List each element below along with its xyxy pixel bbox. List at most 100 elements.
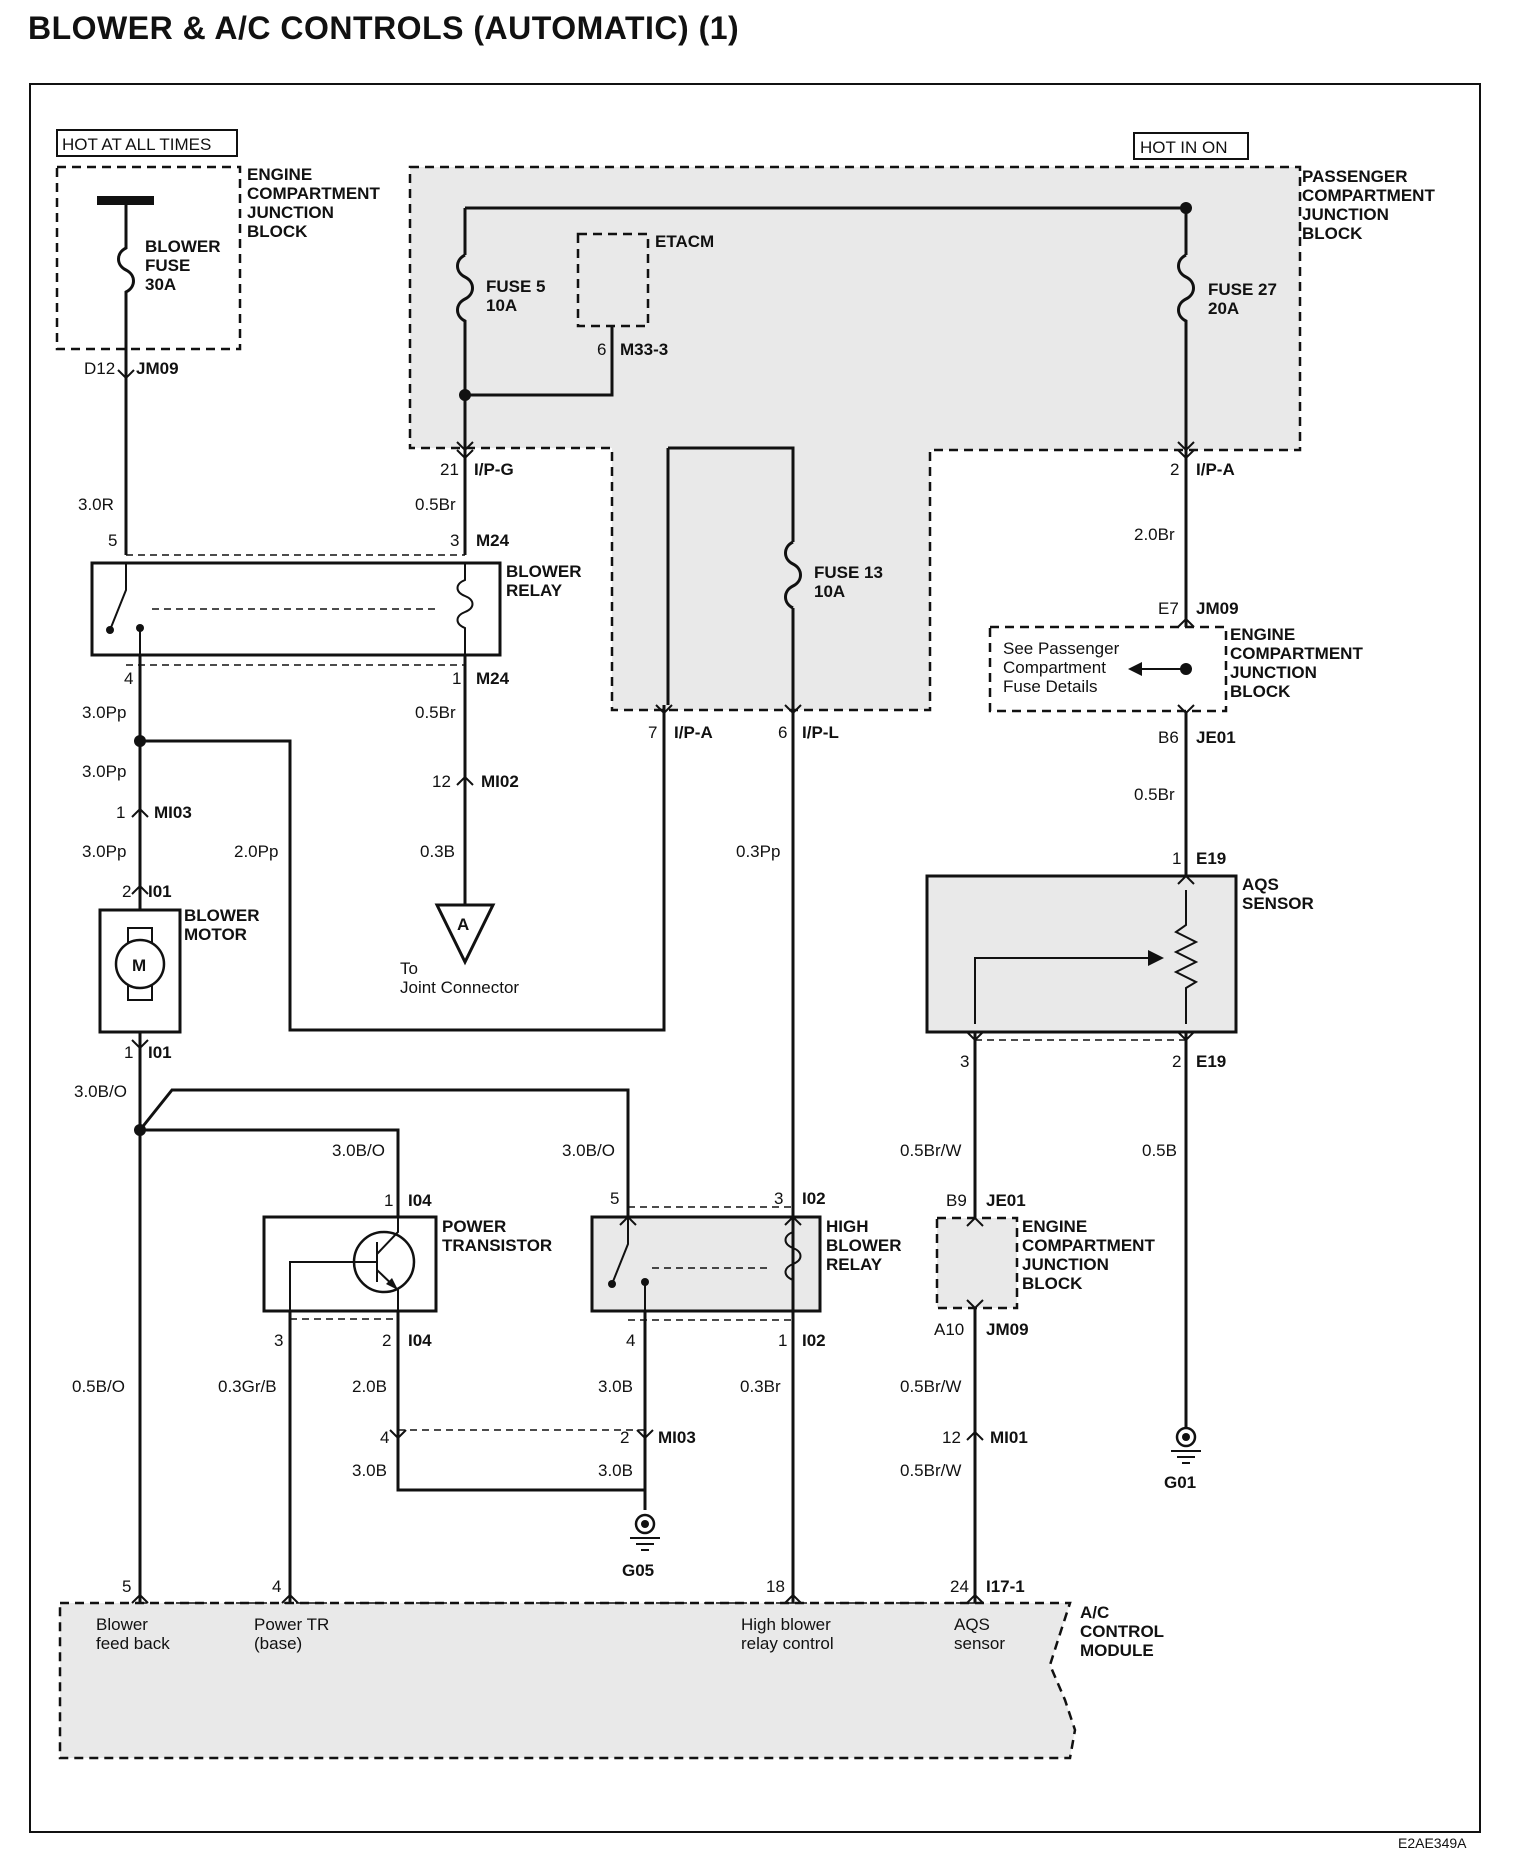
wire-labels: 3.0R 0.5Br 2.0Br 3.0Pp 0.5Br 0.5Br 3.0Pp… (72, 495, 1177, 1480)
svg-text:I/P-G: I/P-G (474, 460, 514, 479)
joint-connector-note: To Joint Connector (400, 959, 519, 997)
svg-text:0.5Br: 0.5Br (1134, 785, 1175, 804)
svg-text:MI03: MI03 (154, 803, 192, 822)
svg-text:0.5Br: 0.5Br (415, 703, 456, 722)
reference-code: E2AE349A (1398, 1835, 1467, 1851)
aqs-sensor-label: AQS SENSOR (1242, 875, 1314, 913)
engine-compartment-junction-block-top-label: ENGINE COMPARTMENT JUNCTION BLOCK (247, 165, 385, 241)
svg-text:MI01: MI01 (990, 1428, 1028, 1447)
svg-text:3.0B/O: 3.0B/O (74, 1082, 127, 1101)
svg-text:0.5Br: 0.5Br (415, 495, 456, 514)
svg-text:3: 3 (960, 1052, 969, 1071)
engine-compartment-junction-block-top (55, 165, 242, 351)
etacm-label: ETACM (655, 232, 714, 251)
engine-compartment-junction-block-lower-area (937, 1218, 1017, 1308)
svg-text:12: 12 (432, 772, 451, 791)
splice-dot (1180, 663, 1192, 675)
svg-text:JM09: JM09 (136, 359, 179, 378)
fuse-13-label: FUSE 13 10A (814, 563, 888, 601)
svg-text:B9: B9 (946, 1191, 967, 1210)
power-transistor-label: POWER TRANSISTOR (442, 1217, 552, 1255)
svg-text:3.0Pp: 3.0Pp (82, 703, 126, 722)
svg-text:3.0B: 3.0B (598, 1377, 633, 1396)
module-pin-high-blower: High blower relay control (741, 1615, 836, 1653)
hot-in-on-label: HOT IN ON (1140, 138, 1228, 157)
passenger-compartment-junction-block-label: PASSENGER COMPARTMENT JUNCTION BLOCK (1302, 167, 1440, 243)
svg-text:A10: A10 (934, 1320, 964, 1339)
page-title: BLOWER & A/C CONTROLS (AUTOMATIC) (1) (28, 10, 740, 46)
svg-text:1: 1 (116, 803, 125, 822)
svg-text:I02: I02 (802, 1189, 826, 1208)
high-blower-relay-coil-icon (784, 1217, 802, 1311)
fuse-5-label: FUSE 5 10A (486, 277, 550, 315)
svg-text:0.5B: 0.5B (1142, 1141, 1177, 1160)
svg-text:4: 4 (272, 1577, 281, 1596)
svg-text:3.0R: 3.0R (78, 495, 114, 514)
svg-text:6: 6 (778, 723, 787, 742)
blower-fuse-label: BLOWER FUSE 30A (145, 237, 225, 294)
svg-text:4: 4 (380, 1428, 389, 1447)
svg-text:0.3Pp: 0.3Pp (736, 842, 780, 861)
svg-text:3.0Pp: 3.0Pp (82, 842, 126, 861)
passenger-compartment-junction-block-area (410, 167, 1300, 710)
svg-text:I04: I04 (408, 1331, 432, 1350)
blower-relay-switch-icon (109, 563, 141, 655)
high-blower-relay-switch-icon (611, 1217, 646, 1311)
svg-text:I01: I01 (148, 1043, 172, 1062)
svg-text:2.0Br: 2.0Br (1134, 525, 1175, 544)
svg-text:2: 2 (1172, 1052, 1181, 1071)
svg-text:MI03: MI03 (658, 1428, 696, 1447)
ground-g01-icon (1171, 1426, 1201, 1464)
blower-fuse-icon (117, 205, 135, 304)
module-pin-aqs: AQS sensor (954, 1615, 1005, 1653)
svg-text:1: 1 (778, 1331, 787, 1350)
ground-g05-icon (630, 1513, 660, 1551)
svg-text:4: 4 (626, 1331, 635, 1350)
blower-motor-label: BLOWER MOTOR (184, 906, 264, 944)
splice-dot (459, 389, 471, 401)
svg-text:3.0B: 3.0B (352, 1461, 387, 1480)
svg-text:E19: E19 (1196, 849, 1226, 868)
svg-text:I02: I02 (802, 1331, 826, 1350)
svg-text:5: 5 (108, 531, 117, 550)
fuse-5-icon (456, 253, 474, 334)
engine-compartment-junction-block-mid (988, 625, 1228, 713)
svg-text:4: 4 (124, 669, 133, 688)
svg-text:2: 2 (1170, 460, 1179, 479)
see-passenger-fuse-details-note: See Passenger Compartment Fuse Details (1003, 639, 1124, 696)
svg-text:2: 2 (122, 882, 131, 901)
svg-text:I/P-L: I/P-L (802, 723, 839, 742)
svg-text:I17-1: I17-1 (986, 1577, 1025, 1596)
svg-text:1: 1 (384, 1191, 393, 1210)
svg-text:E7: E7 (1158, 599, 1179, 618)
svg-text:0.3Gr/B: 0.3Gr/B (218, 1377, 277, 1396)
svg-text:3: 3 (774, 1189, 783, 1208)
blower-relay-label: BLOWER RELAY (506, 562, 586, 600)
engine-compartment-junction-block-low-label: ENGINE COMPARTMENT JUNCTION BLOCK (1022, 1217, 1160, 1293)
svg-text:3: 3 (274, 1331, 283, 1350)
svg-text:0.5Br/W: 0.5Br/W (900, 1377, 961, 1396)
svg-text:0.3Br: 0.3Br (740, 1377, 781, 1396)
svg-text:0.5B/O: 0.5B/O (72, 1377, 125, 1396)
blower-relay-coil-icon (456, 563, 474, 655)
svg-text:I/P-A: I/P-A (674, 723, 713, 742)
ac-control-module-area (60, 1603, 1075, 1758)
svg-text:2.0Pp: 2.0Pp (234, 842, 278, 861)
svg-text:0.3B: 0.3B (420, 842, 455, 861)
svg-text:E19: E19 (1196, 1052, 1226, 1071)
svg-text:0.5Br/W: 0.5Br/W (900, 1141, 961, 1160)
svg-text:3: 3 (450, 531, 459, 550)
svg-text:2.0B: 2.0B (352, 1377, 387, 1396)
aqs-sensor-resistor-icon (1173, 890, 1199, 1024)
joint-connector-letter: A (457, 915, 469, 934)
svg-text:5: 5 (610, 1189, 619, 1208)
svg-text:JM09: JM09 (986, 1320, 1029, 1339)
svg-text:1: 1 (1172, 849, 1181, 868)
fuse-13-icon (784, 540, 802, 610)
motor-icon (114, 938, 166, 990)
motor-symbol: M (132, 956, 146, 975)
svg-text:JM09: JM09 (1196, 599, 1239, 618)
module-pin-blower-feedback: Blower feed back (96, 1615, 170, 1653)
svg-text:MI02: MI02 (481, 772, 519, 791)
